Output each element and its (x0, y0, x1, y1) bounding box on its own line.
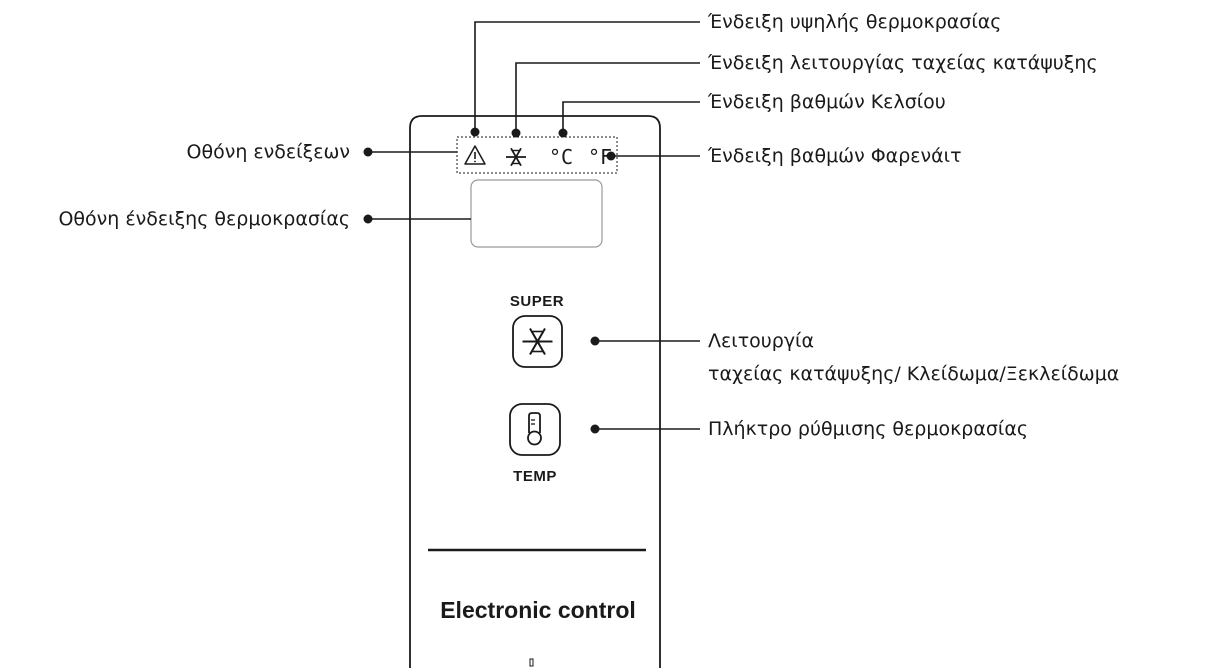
callout-super-freeze (511, 62, 700, 138)
label-indicator-screen: Οθόνη ενδείξεων (187, 141, 351, 163)
super-button[interactable] (512, 315, 563, 368)
celsius-symbol: °C (549, 145, 573, 169)
temperature-display (470, 179, 603, 248)
callout-super-function (590, 336, 700, 346)
callout-indicator-screen (363, 147, 457, 157)
temp-button-label: TEMP (513, 468, 557, 485)
label-super-function-line1: Λειτουργία (708, 330, 814, 352)
panel-title: Electronic control (440, 597, 636, 623)
label-temp-key: Πλήκτρο ρύθμισης θερμοκρασίας (708, 418, 1028, 440)
callout-high-temp (470, 21, 700, 137)
callout-fahrenheit (606, 151, 700, 161)
super-button-label: SUPER (510, 293, 564, 310)
snowflake-icon (522, 328, 553, 355)
label-high-temp-indicator: Ένδειξη υψηλής θερμοκρασίας (707, 11, 1001, 33)
label-super-function-line2: ταχείας κατάψυξης/ Κλείδωμα/Ξεκλείδωμα (708, 363, 1119, 385)
label-super-freeze-indicator: Ένδειξη λειτουργίας ταχείας κατάψυξης (707, 52, 1098, 74)
warning-triangle-icon (464, 145, 486, 165)
control-panel-outline (409, 115, 661, 668)
indicator-screen (456, 136, 618, 174)
bottom-mark (529, 658, 534, 667)
label-fahrenheit-indicator: Ένδειξη βαθμών Φαρενάιτ (707, 145, 962, 167)
label-temperature-display: Οθόνη ένδειξης θερμοκρασίας (58, 208, 350, 230)
callout-temp-key (590, 424, 700, 434)
callout-temperature-display (363, 214, 471, 224)
temp-button[interactable] (509, 403, 561, 456)
callout-celsius (558, 101, 700, 138)
snowflake-indicator-icon (506, 147, 526, 167)
label-celsius-indicator: Ένδειξη βαθμών Κελσίου (707, 91, 946, 113)
thermometer-icon (527, 412, 542, 446)
